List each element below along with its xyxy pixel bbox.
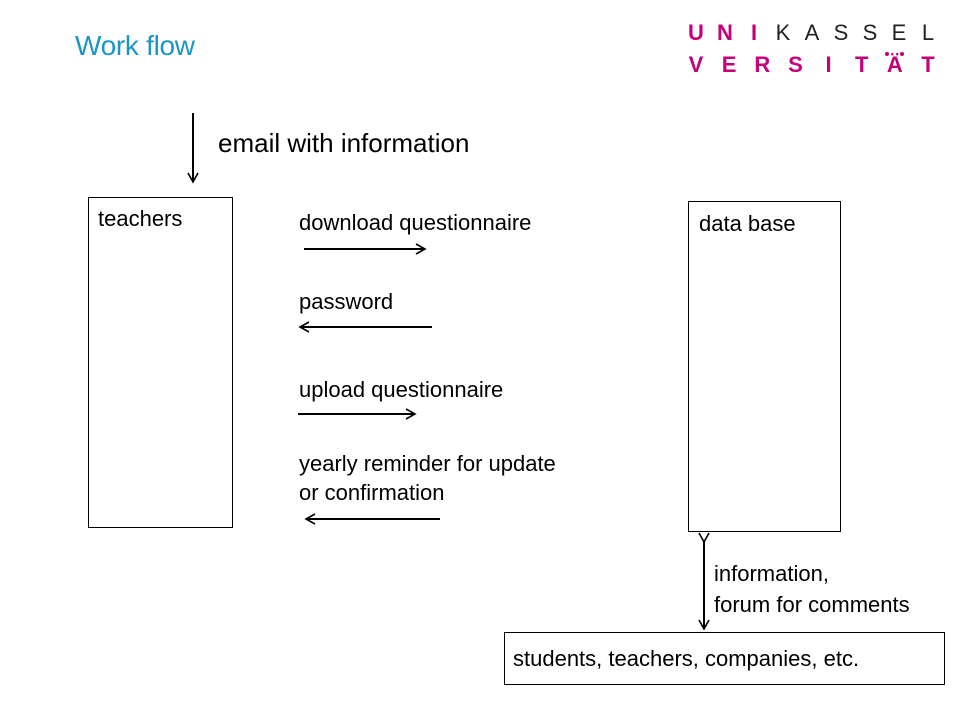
logo-letter: S [788, 52, 803, 77]
logo-row-bottom: V E R S I T Ä T [686, 54, 938, 76]
logo-letter: I [750, 20, 758, 45]
database-label: data base [699, 211, 796, 236]
logo-letter: L [921, 20, 935, 45]
database-box: data base [688, 201, 841, 532]
umlaut-dot [885, 52, 889, 56]
page-title: Work flow [75, 30, 195, 61]
umlaut-dot [900, 52, 904, 56]
logo-letter: T [854, 52, 869, 77]
logo-letter: I [825, 52, 832, 77]
reminder-label-line1: yearly reminder for update [299, 451, 556, 476]
download-label: download questionnaire [299, 210, 532, 235]
audience-box: students, teachers, companies, etc. [504, 632, 945, 685]
logo-letter: A [804, 20, 820, 45]
logo-letter: T [921, 52, 935, 77]
logo-letter: R [754, 52, 771, 77]
logo-letter: V [688, 52, 704, 77]
audience-label: students, teachers, companies, etc. [513, 646, 860, 671]
reminder-label-line2: or confirmation [299, 480, 445, 505]
logo-letter: S [862, 20, 878, 45]
logo-letter: E [721, 52, 737, 77]
logo-letter: N [717, 20, 733, 45]
upload-label: upload questionnaire [299, 377, 504, 402]
logo-letter: E [891, 20, 907, 45]
logo-row-top: U N I K A S S E L [686, 22, 938, 44]
logo-letter: U [688, 20, 704, 45]
email-label: email with information [218, 128, 470, 158]
teachers-box: teachers [88, 197, 233, 528]
password-label: password [299, 289, 394, 314]
info-label-line2: forum for comments [714, 592, 910, 617]
logo-letter: Ä [886, 52, 903, 77]
teachers-label: teachers [98, 206, 183, 231]
info-label-line1: information, [714, 561, 829, 586]
logo-letter: S [833, 20, 849, 45]
logo-letter: K [775, 20, 791, 45]
